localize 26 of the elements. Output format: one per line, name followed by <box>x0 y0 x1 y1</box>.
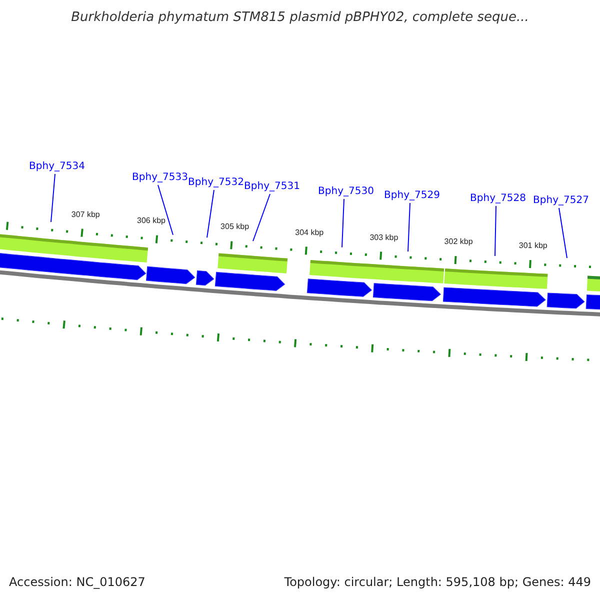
leader-line <box>158 184 174 236</box>
leader-line <box>252 194 270 242</box>
gene-label: Bphy_7532 <box>188 176 244 190</box>
gene-label: Bphy_7533 <box>132 171 188 185</box>
gene-label: Bphy_7534 <box>29 160 85 174</box>
accession-text: Accession: NC_010627 <box>9 574 146 590</box>
scale-label: 304 kbp <box>295 228 324 238</box>
leader-line <box>494 206 496 256</box>
gene-label: Bphy_7527 <box>533 194 589 208</box>
scale-label: 307 kbp <box>71 210 100 220</box>
leader-line <box>408 202 410 252</box>
leader-line <box>342 198 344 248</box>
gene-label: Bphy_7528 <box>470 192 526 206</box>
gene-label: Bphy_7530 <box>318 185 374 199</box>
leader-line <box>50 174 56 222</box>
scale-label: 303 kbp <box>370 232 398 243</box>
scale-label: 305 kbp <box>220 222 250 232</box>
gene-label: Bphy_7529 <box>384 189 440 203</box>
map-title: Burkholderia phymatum STM815 plasmid pBPHY02, complete seque... <box>70 9 530 27</box>
scale-label: 306 kbp <box>137 216 166 226</box>
leader-line <box>558 208 568 258</box>
scale-label: 302 kbp <box>444 237 473 248</box>
gene-label: Bphy_7531 <box>244 180 300 194</box>
genome-summary-text: Topology: circular; Length: 595,108 bp; Genes: 449 <box>284 574 591 590</box>
leader-line <box>206 190 214 238</box>
scale-label: 301 kbp <box>518 241 548 252</box>
